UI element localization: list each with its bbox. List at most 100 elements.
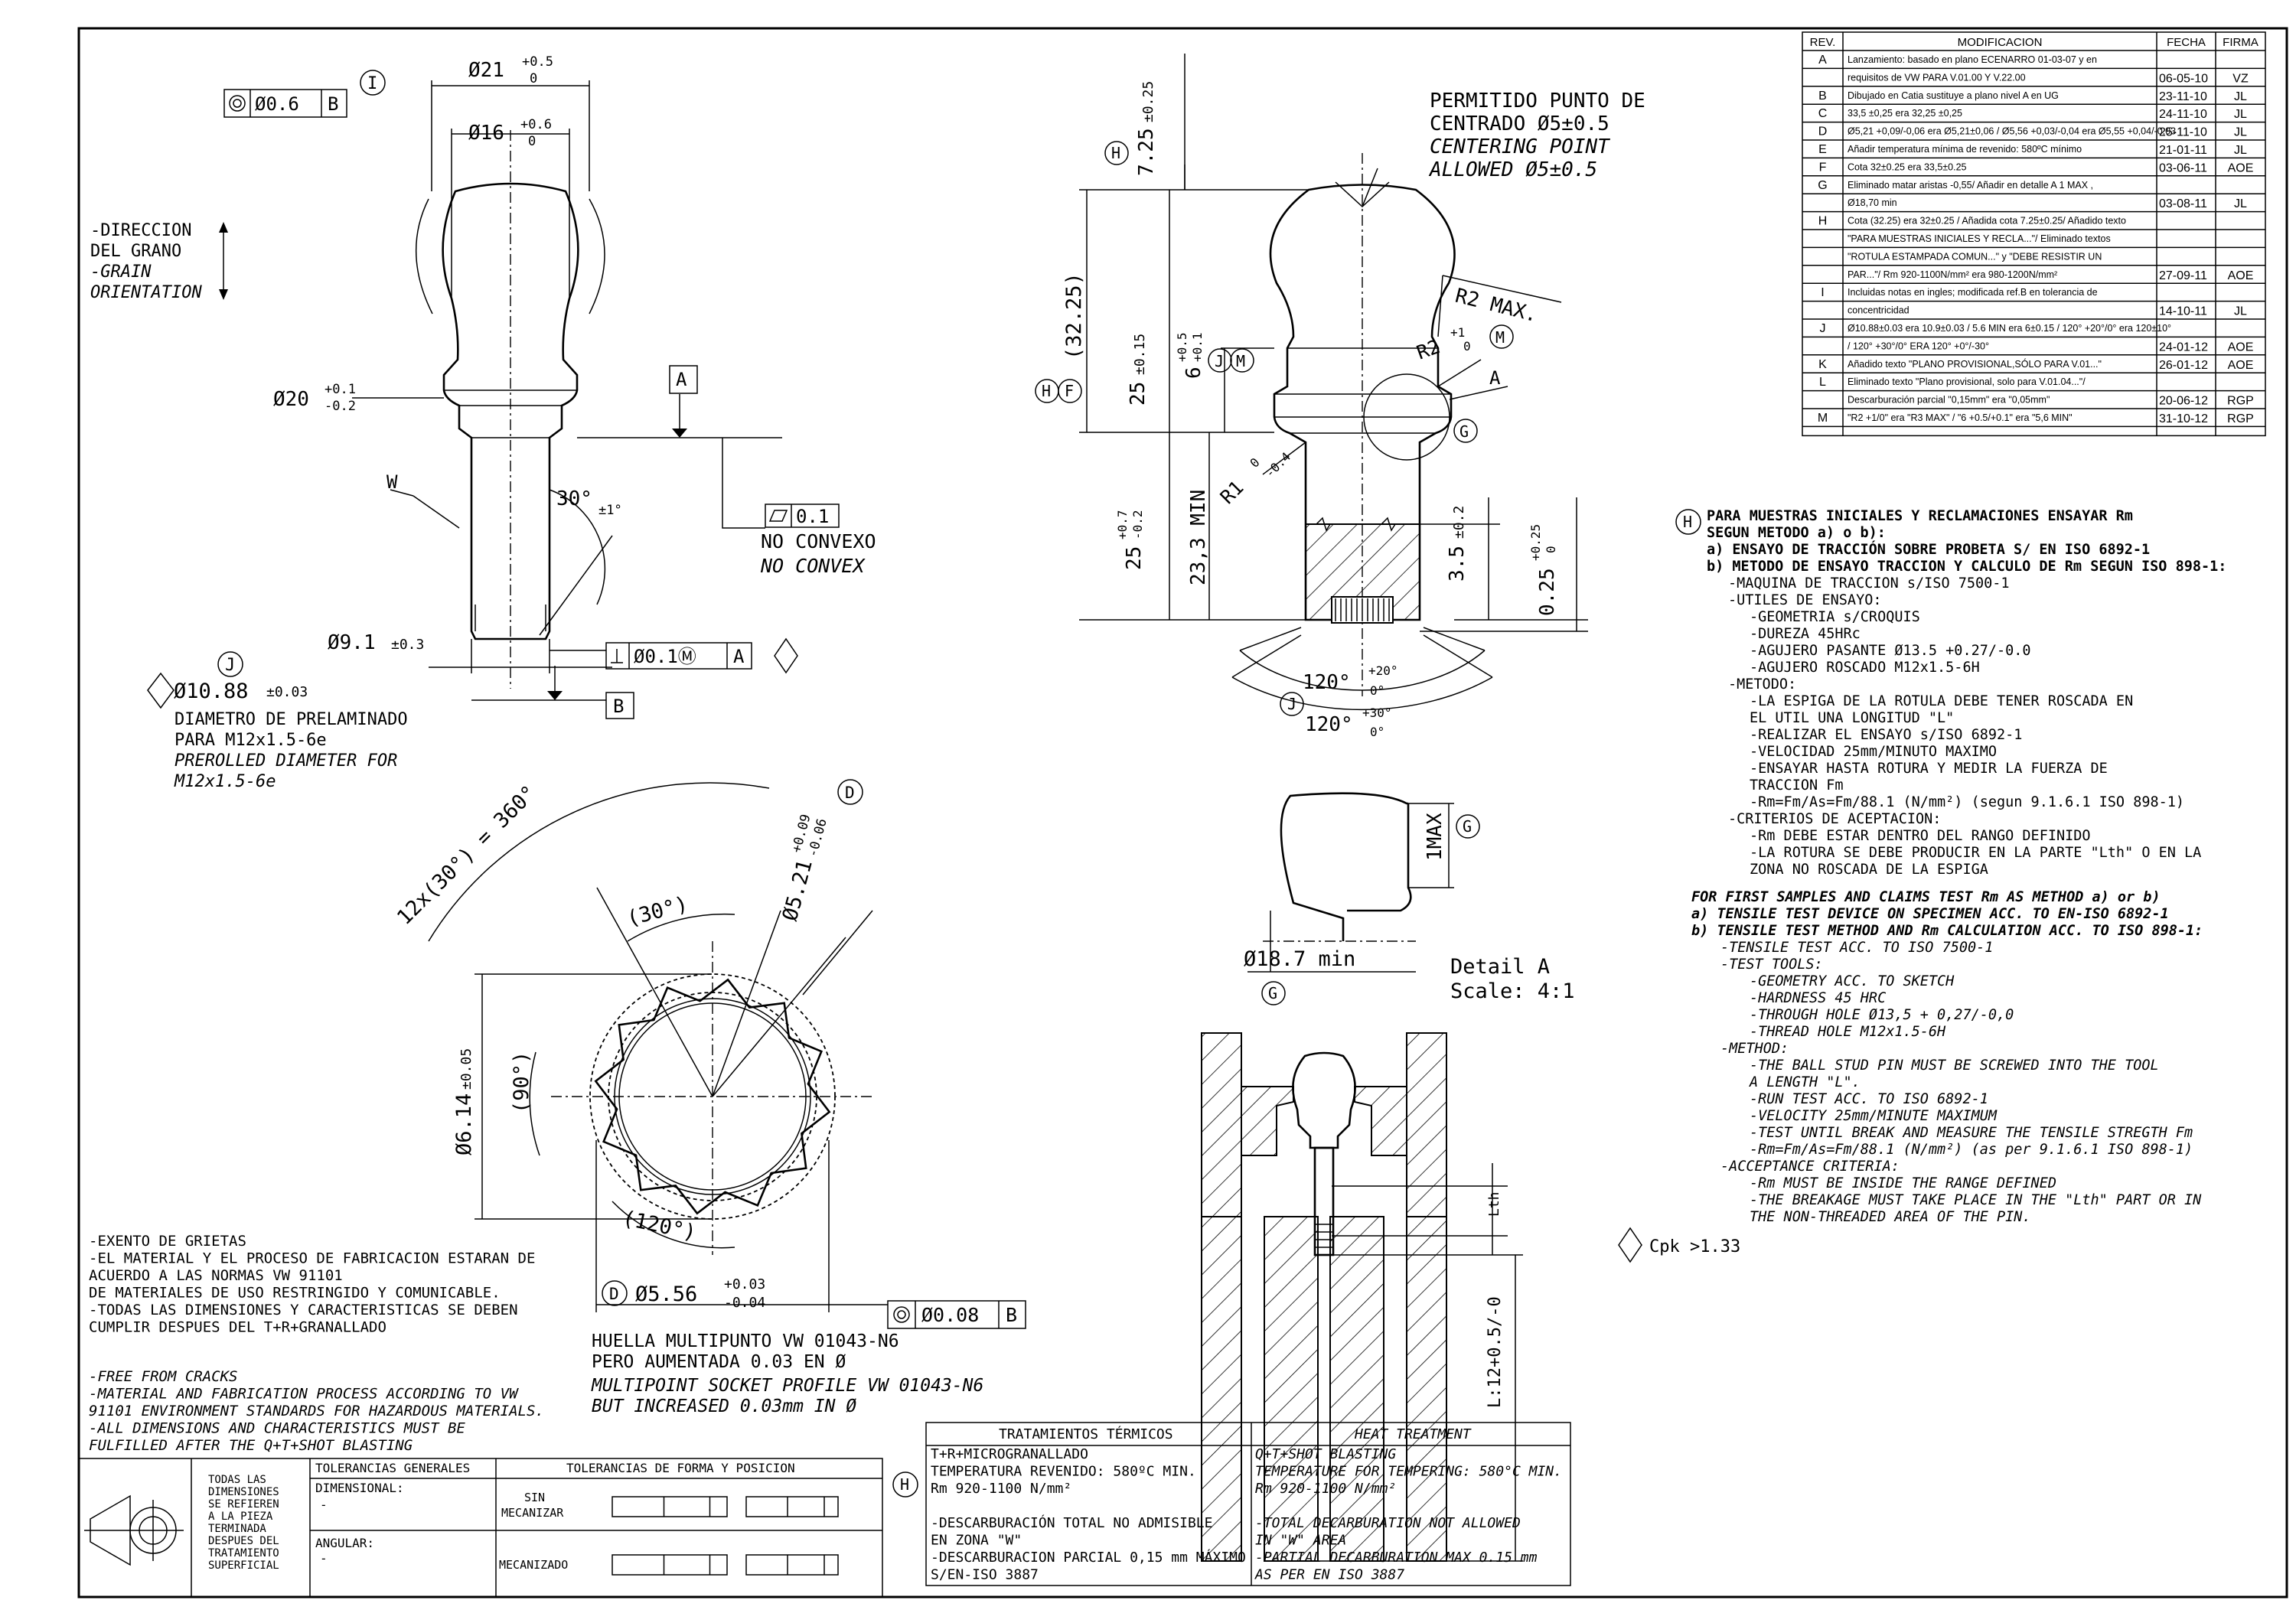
heat-h-es: TRATAMIENTOS TÉRMICOS [999, 1426, 1173, 1442]
r2-tol-up: +1 [1450, 325, 1465, 340]
rev-letter: I [1821, 286, 1824, 299]
dim-d16-tol-up: +0.6 [520, 117, 552, 132]
balloon-d-1: D [845, 784, 855, 802]
left-view [147, 70, 840, 719]
grain-es-2: DEL GRANO [90, 242, 181, 261]
dim-d20: Ø20 [273, 388, 309, 411]
test-en-line: -TEST TOOLS: [1720, 957, 1823, 973]
test-es-line: -GEOMETRIA s/CROQUIS [1750, 609, 1920, 625]
r1-tol-up: 0 [1247, 455, 1262, 471]
rev-letter: H [1818, 215, 1828, 228]
balloon-j-left: J [225, 656, 235, 675]
test-en-line: -RUN TEST ACC. TO ISO 6892-1 [1750, 1091, 1988, 1107]
test-method-es: PARA MUESTRAS INICIALES Y RECLAMACIONES … [1707, 508, 2226, 878]
socket-a120: (120°) [621, 1207, 699, 1246]
rev-letter: K [1818, 358, 1827, 371]
test-es-line: b) METODO DE ENSAYO TRACCION Y CALCULO D… [1707, 559, 2226, 575]
dimensional: DIMENSIONAL: [315, 1481, 404, 1495]
socket-view [428, 779, 1026, 1329]
heat-line: -TOTAL DECARBURATION NOT ALLOWED [1255, 1515, 1521, 1531]
rev-modification: PAR..."/ Rm 920-1100N/mm² era 980-1200N/… [1848, 269, 2057, 280]
rev-signature: AOE [2228, 341, 2254, 354]
test-es-line: -VELOCIDAD 25mm/MINUTO MAXIMO [1750, 744, 1997, 760]
todas-line: DIMENSIONES [208, 1486, 279, 1498]
socket-cap-1: HUELLA MULTIPUNTO VW 01043-N6 [592, 1331, 899, 1351]
rev-letter: L [1819, 376, 1826, 389]
dim-0-25-tol-up: +0.25 [1528, 524, 1543, 561]
dim-6-tol-up: +0.5 [1175, 332, 1189, 362]
rev-letter: F [1819, 161, 1827, 174]
rev-date: 27-09-11 [2159, 269, 2207, 282]
socket-a30: (30°) [625, 892, 691, 931]
test-en-line: -METHOD: [1720, 1041, 1789, 1057]
w-label: W [386, 471, 398, 493]
test-es-line: SEGUN METODO a) o b): [1707, 525, 1886, 541]
no-convexo: NO CONVEXO [761, 530, 876, 552]
fcf-flat-val: 0.1 [796, 506, 829, 527]
permit-en-2: ALLOWED Ø5±0.5 [1428, 158, 1597, 181]
fixture-l: L:12+0.5/-0 [1486, 1296, 1505, 1408]
rev-modification: Ø5,21 +0,09/-0,06 era Ø5,21±0,06 / Ø5,56… [1848, 126, 2176, 137]
dim-25: 25 [1123, 546, 1146, 570]
note-line: FULFILLED AFTER THE Q+T+SHOT BLASTING [89, 1437, 413, 1454]
todas-line: TERMINADA [208, 1523, 266, 1535]
dim-32-25: (32.25) [1062, 272, 1086, 360]
sin: SIN [524, 1491, 545, 1504]
balloon-m-right: M [1495, 328, 1505, 347]
heat-line: TEMPERATURE FOR TEMPERING: 580°C MIN. [1255, 1464, 1562, 1480]
heat-line: IN "W" AREA [1255, 1533, 1346, 1549]
general-notes-en: -FREE FROM CRACKS-MATERIAL AND FABRICATI… [89, 1368, 544, 1454]
socket-cap-en-2: BUT INCREASED 0.03mm IN Ø [592, 1396, 856, 1416]
rev-header: MODIFICACION [1958, 36, 2043, 49]
test-en-line: -THE BALL STUD PIN MUST BE SCREWED INTO … [1750, 1058, 2159, 1074]
rev-signature: AOE [2228, 161, 2254, 174]
permit-1: PERMITIDO PUNTO DE [1430, 90, 1645, 112]
rev-letter: C [1818, 107, 1828, 120]
mecanizar: MECANIZAR [501, 1506, 564, 1520]
fcf-concentric-val: Ø0.6 [255, 93, 299, 115]
grain-es-1: -DIRECCION [90, 221, 191, 240]
rev-modification: Dibujado en Catia sustituye a plano nive… [1848, 90, 2059, 101]
test-en-line: a) TENSILE TEST DEVICE ON SPECIMEN ACC. … [1691, 906, 2169, 922]
r1: R1 [1216, 476, 1248, 508]
test-en-line: -VELOCITY 25mm/MINUTE MAXIMUM [1750, 1108, 1998, 1124]
socket-d614: Ø6.14 [452, 1093, 476, 1155]
socket-d521: Ø5.21 [778, 857, 817, 924]
rev-modification: / 120° +30°/0° ERA 120° +0°/-30° [1848, 341, 1989, 351]
balloon-j-center: J [1215, 352, 1224, 370]
socket-cap-2: PERO AUMENTADA 0.03 EN Ø [592, 1352, 846, 1372]
detail-a [1247, 792, 1480, 1005]
heat-line: S/EN-ISO 3887 [931, 1567, 1039, 1583]
test-en-line: A LENGTH "L". [1749, 1074, 1861, 1090]
angle-120-a-tol-lo: 0° [1370, 683, 1384, 698]
test-es-line: ZONA NO ROSCADA DE LA ESPIGA [1750, 862, 1988, 878]
general-notes-es: -EXENTO DE GRIETAS-EL MATERIAL Y EL PROC… [89, 1233, 535, 1336]
test-en-line: -TENSILE TEST ACC. TO ISO 7500-1 [1720, 940, 1993, 956]
balloon-j-center-2: J [1287, 695, 1296, 713]
note-line: -ALL DIMENSIONS AND CHARACTERISTICS MUST… [89, 1420, 465, 1437]
test-en-line: FOR FIRST SAMPLES AND CLAIMS TEST Rm AS … [1691, 889, 2161, 905]
no-convex: NO CONVEX [760, 555, 866, 577]
test-en-line: -THE BREAKAGE MUST TAKE PLACE IN THE "Lt… [1750, 1192, 2202, 1208]
dim-25-tol-up: +0.7 [1115, 510, 1130, 539]
dim-6: 6 [1182, 367, 1205, 379]
r2-tol-lo: 0 [1463, 339, 1471, 354]
test-fixture [1201, 1032, 1523, 1562]
fcf-concentric-datum: B [328, 93, 338, 115]
test-en-line: -TEST UNTIL BREAK AND MEASURE THE TENSIL… [1750, 1125, 2193, 1141]
test-en-line: -THROUGH HOLE Ø13,5 + 0,27/-0,0 [1750, 1007, 2014, 1023]
rev-date: 25-11-10 [2159, 126, 2207, 139]
note-line: -EXENTO DE GRIETAS [89, 1233, 246, 1250]
rev-modification: Cota (32.25) era 32±0.25 / Añadida cota … [1848, 216, 2126, 227]
rev-date: 23-11-10 [2159, 90, 2207, 103]
rev-letter: M [1818, 412, 1828, 425]
permit-2: CENTRADO Ø5±0.5 [1430, 112, 1609, 135]
test-es-line: TRACCION Fm [1750, 777, 1844, 794]
rev-letter: D [1818, 125, 1828, 139]
angle-120-a: 120° [1303, 671, 1351, 694]
rev-date: 26-01-12 [2159, 359, 2208, 372]
angular: ANGULAR: [315, 1536, 374, 1550]
dim-d21-tol-lo: 0 [530, 71, 537, 86]
